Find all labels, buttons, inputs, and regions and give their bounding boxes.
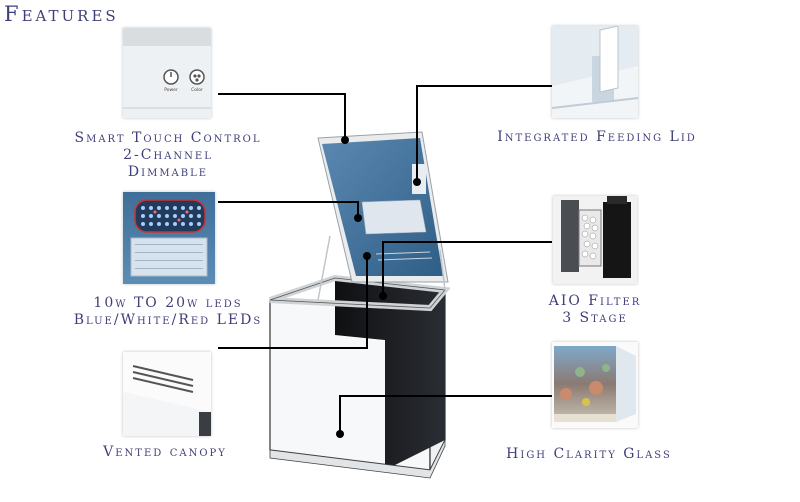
feeding-lid-label: Integrated Feeding Lid [482, 129, 712, 146]
color-icon [189, 69, 205, 85]
page-title: Features [4, 2, 119, 26]
tank [269, 274, 451, 479]
leader-canopy [218, 256, 368, 349]
dot-glass [336, 430, 344, 438]
lid-line1: Integrated Feeding Lid [497, 129, 697, 145]
vented-canopy-thumbnail [123, 352, 211, 436]
canopy-line1: Vented canopy [103, 444, 227, 460]
svg-text:Color: Color [191, 87, 203, 93]
feeding-lid-thumbnail [552, 26, 638, 118]
led-panel [361, 199, 427, 235]
dot-lid [413, 178, 421, 186]
leds-label: 10w TO 20w leds Blue/White/Red LEDs [64, 295, 272, 329]
open-lid [317, 131, 449, 301]
leader-touch [218, 93, 346, 140]
led-thumbnail [123, 192, 215, 284]
filter-line1: AIO Filter [548, 293, 642, 309]
touch-line1: Smart Touch Control [74, 130, 262, 146]
filter-thumbnail [553, 196, 637, 284]
dot-canopy [363, 252, 371, 260]
vented-canopy-label: Vented canopy [80, 444, 250, 461]
leader-filter [382, 241, 552, 296]
filter-line2: 3 Stage [562, 310, 628, 326]
dot-leds [354, 214, 362, 222]
dot-filter [379, 292, 387, 300]
leader-leds [218, 201, 359, 218]
touch-control-thumbnail: Power Color [123, 28, 211, 118]
svg-text:Power: Power [164, 87, 178, 93]
leds-line1: 10w TO 20w leds [93, 295, 243, 311]
glass-line1: High Clarity Glass [506, 446, 672, 462]
touch-line3: Dimmable [127, 164, 209, 180]
filter-label: AIO Filter 3 Stage [520, 293, 670, 327]
tank-base [269, 439, 446, 479]
touch-control-label: Smart Touch Control 2-Channel Dimmable [68, 130, 268, 181]
leds-line2: Blue/White/Red LEDs [73, 312, 263, 328]
glass-thumbnail [552, 342, 638, 428]
dot-touch [341, 136, 349, 144]
glass-label: High Clarity Glass [492, 446, 686, 463]
leader-glass [339, 395, 552, 434]
tank-back-panel [335, 278, 445, 470]
touch-line2: 2-Channel [123, 147, 213, 163]
leader-lid [416, 85, 552, 182]
